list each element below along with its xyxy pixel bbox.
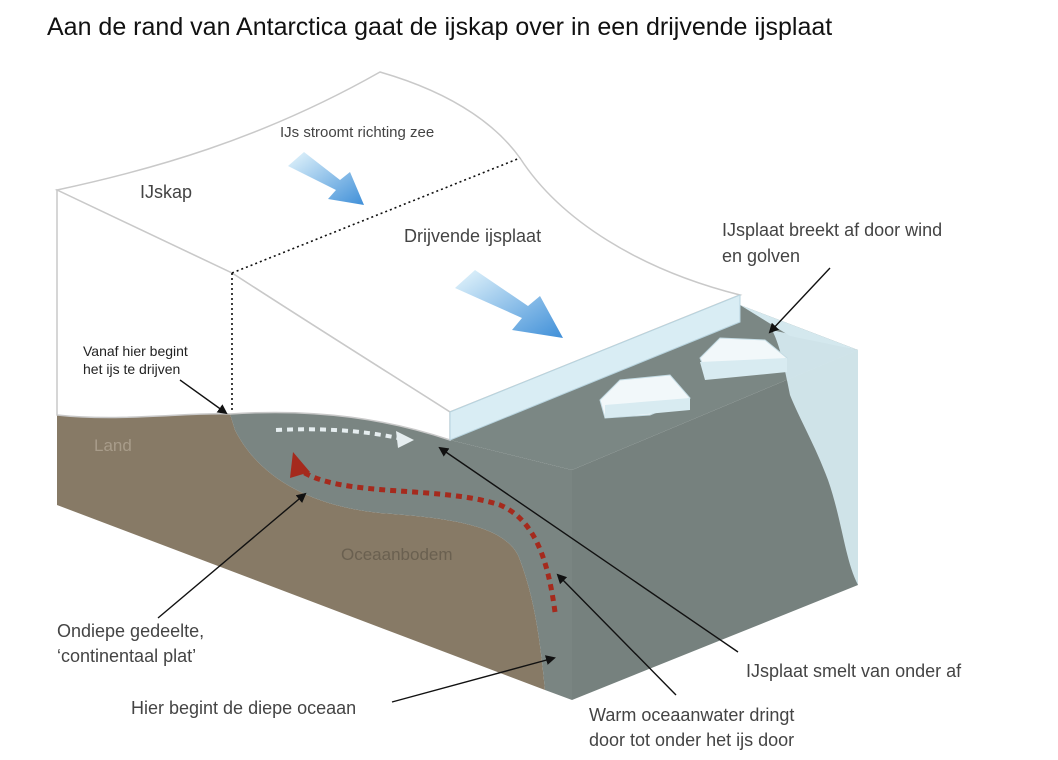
label-land: Land: [94, 436, 132, 455]
pointer-warm-water: [556, 573, 677, 696]
ice-shelf-edge: [449, 294, 741, 441]
label-shelf-2: ‘continentaal plat’: [57, 646, 196, 666]
pointer-deep-ocean: [391, 655, 556, 703]
land-face: [57, 413, 545, 690]
label-grounding-2: het ijs te drijven: [83, 361, 180, 377]
label-warm-water-1: Warm oceaanwater dringt: [589, 705, 794, 725]
label-grounding-1: Vanaf hier begint: [83, 343, 188, 359]
pointer-grounding: [179, 379, 228, 415]
cold-current-arrowhead: [396, 431, 414, 448]
grounding-line-top: [231, 157, 521, 274]
iceberg-right: [699, 337, 789, 380]
ice-sheet-front: [56, 188, 451, 442]
diagram-title: Aan de rand van Antarctica gaat de ijska…: [47, 13, 833, 41]
label-calving-2: en golven: [722, 246, 800, 266]
pointer-continental-shelf: [157, 492, 307, 619]
water-back: [740, 305, 858, 350]
label-calving-1: IJsplaat breekt af door wind: [722, 220, 942, 240]
ocean-face: [230, 412, 572, 700]
warm-current-arrowhead: [290, 452, 310, 478]
ocean-front-face: [572, 350, 858, 700]
pointer-melt: [438, 446, 739, 653]
label-ice-sheet: IJskap: [140, 182, 192, 202]
cold-current-path: [275, 427, 399, 440]
warm-current-path: [298, 467, 558, 613]
label-deep-ocean: Hier begint de diepe oceaan: [131, 698, 356, 718]
label-melt: IJsplaat smelt van onder af: [746, 661, 962, 681]
label-ice-shelf: Drijvende ijsplaat: [404, 226, 541, 246]
label-warm-water-2: door tot onder het ijs door: [589, 730, 794, 750]
water-right-strip: [772, 330, 858, 585]
label-ice-flow: IJs stroomt richting zee: [280, 124, 434, 141]
label-shelf-1: Ondiepe gedeelte,: [57, 621, 204, 641]
flow-arrow-lower: [455, 270, 563, 338]
iceberg-left: [599, 374, 691, 419]
label-ocean-floor: Oceaanbodem: [341, 545, 453, 564]
flow-arrow-upper: [288, 152, 364, 205]
pointer-calving: [768, 267, 831, 334]
